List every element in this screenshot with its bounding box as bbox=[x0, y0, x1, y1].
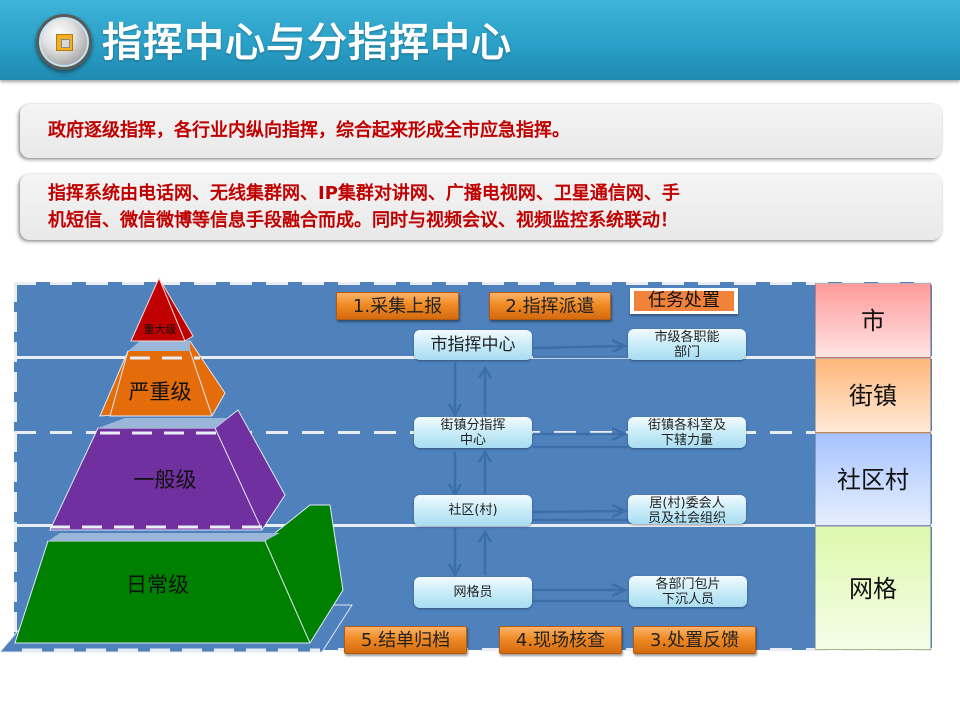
node-label: 街镇各科室及 bbox=[647, 418, 726, 433]
step-collect-report[interactable]: 1.采集上报 bbox=[336, 292, 459, 320]
node-label: 中心 bbox=[459, 433, 486, 448]
severity-pyramid bbox=[0, 276, 353, 653]
admin-level-grid: 网格 bbox=[815, 526, 931, 650]
step-command-dispatch[interactable]: 2.指挥派遣 bbox=[489, 292, 611, 320]
node-label: 网格员 bbox=[453, 585, 493, 600]
page-title: 指挥中心与分指挥中心 bbox=[102, 20, 512, 66]
node-label: 下辖力量 bbox=[660, 433, 713, 448]
divider-line bbox=[14, 282, 17, 650]
level-routine: 日常级 bbox=[126, 573, 189, 597]
node-label: 市级各职能 bbox=[654, 330, 720, 345]
node-community[interactable]: 社区(村) bbox=[414, 495, 532, 526]
node-town-sub-command-center[interactable]: 街镇分指挥 中心 bbox=[414, 417, 532, 448]
node-city-departments[interactable]: 市级各职能 部门 bbox=[628, 329, 746, 360]
node-label: 市指挥中心 bbox=[430, 335, 516, 355]
node-label: 各部门包片 bbox=[655, 577, 721, 592]
node-label: 下沉人员 bbox=[661, 592, 714, 607]
callout-text-line-2: 机短信、微信微博等信息手段融合而成。同时与视频会议、视频监控系统联动！ bbox=[48, 210, 678, 231]
divider-line bbox=[14, 648, 932, 651]
callout-text-line-1: 指挥系统由电话网、无线集群网、IP集群对讲网、广播电视网、卫星通信网、手 bbox=[48, 183, 680, 204]
node-label: 员及社会组织 bbox=[647, 511, 726, 526]
node-grid-worker[interactable]: 网格员 bbox=[414, 577, 532, 608]
step-close-archive[interactable]: 5.结单归档 bbox=[344, 626, 467, 654]
callout-text: 政府逐级指挥，各行业内纵向指挥，综合起来形成全市应急指挥。 bbox=[48, 120, 570, 141]
node-town-offices[interactable]: 街镇各科室及 下辖力量 bbox=[628, 417, 746, 448]
node-committee-staff[interactable]: 居(村)委会人 员及社会组织 bbox=[628, 495, 746, 526]
step-task-handling-label: 任务处置 bbox=[634, 291, 734, 311]
level-serious: 严重级 bbox=[128, 380, 192, 404]
node-dept-staff[interactable]: 各部门包片 下沉人员 bbox=[629, 576, 747, 607]
admin-level-town: 街镇 bbox=[815, 358, 931, 433]
header-bar: 指挥中心与分指挥中心 bbox=[0, 0, 960, 80]
callout-command-system: 指挥系统由电话网、无线集群网、IP集群对讲网、广播电视网、卫星通信网、手 机短信… bbox=[20, 174, 942, 240]
step-task-handling[interactable]: 任务处置 bbox=[630, 288, 738, 314]
node-label: 部门 bbox=[673, 345, 700, 360]
node-label: 居(村)委会人 bbox=[649, 496, 725, 511]
level-major: 重大级 bbox=[143, 323, 177, 336]
node-label: 街镇分指挥 bbox=[440, 418, 506, 433]
admin-level-city: 市 bbox=[815, 283, 931, 358]
node-city-command-center[interactable]: 市指挥中心 bbox=[414, 330, 532, 360]
step-handling-feedback[interactable]: 3.处置反馈 bbox=[633, 626, 756, 654]
square-button-icon bbox=[36, 14, 92, 70]
callout-command-hierarchy: 政府逐级指挥，各行业内纵向指挥，综合起来形成全市应急指挥。 bbox=[20, 104, 942, 158]
node-label: 社区(村) bbox=[448, 503, 498, 518]
divider-line bbox=[14, 282, 932, 285]
level-general: 一般级 bbox=[133, 468, 197, 492]
admin-level-community: 社区村 bbox=[815, 433, 931, 526]
step-onsite-verify[interactable]: 4.现场核查 bbox=[499, 626, 622, 654]
